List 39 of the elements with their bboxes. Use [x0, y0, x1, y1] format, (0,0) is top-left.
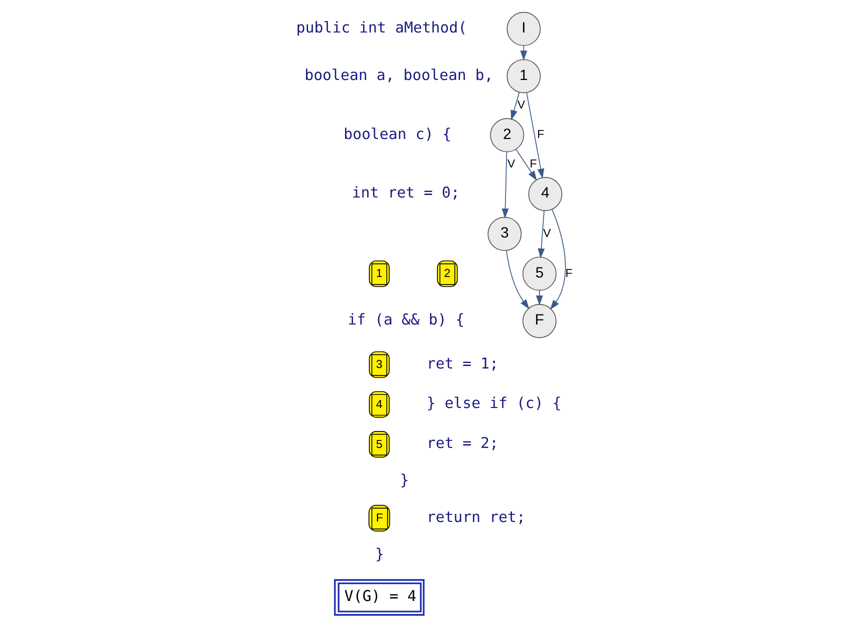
arrow [538, 210, 545, 258]
label: 2 [444, 267, 450, 280]
label: 5 [376, 438, 382, 451]
label: ret = 2; [426, 434, 498, 452]
edge-label: V [507, 158, 516, 171]
edge-label: V [543, 226, 551, 240]
label: return ret; [426, 508, 526, 526]
label: ret = 1; [426, 354, 498, 372]
node-circle: I [506, 12, 541, 46]
node-circle: 2 [490, 118, 524, 152]
label: } else if (c) { [426, 394, 562, 412]
label: } [400, 470, 410, 489]
arrow [502, 151, 509, 219]
edge-label: V [517, 98, 526, 112]
arrow [510, 92, 520, 120]
edge-label: F [537, 128, 544, 142]
node-circle: F [522, 304, 556, 338]
node-circle: 4 [528, 177, 562, 212]
label: boolean a, boolean b, [304, 66, 494, 84]
node-circle: 3 [488, 216, 522, 251]
arrow [506, 250, 530, 310]
label: 3 [376, 358, 382, 372]
arrow [550, 209, 566, 310]
label: public int aMethod( [296, 18, 467, 37]
node-circle: 5 [522, 256, 556, 291]
edge-label: F [530, 158, 537, 171]
label: F [376, 512, 384, 525]
edge-label: F [565, 266, 572, 280]
arrow [526, 92, 544, 179]
arrow [536, 290, 543, 306]
label: V(G) = 4 [344, 587, 416, 606]
label: if (a && b) { [348, 310, 465, 329]
label: } [375, 544, 384, 563]
node-circle: 1 [506, 59, 541, 94]
arrow [516, 148, 537, 181]
label: 4 [376, 398, 382, 411]
label: int ret = 0; [352, 184, 460, 202]
label: 1 [376, 267, 382, 280]
label: boolean c) { [344, 124, 452, 143]
